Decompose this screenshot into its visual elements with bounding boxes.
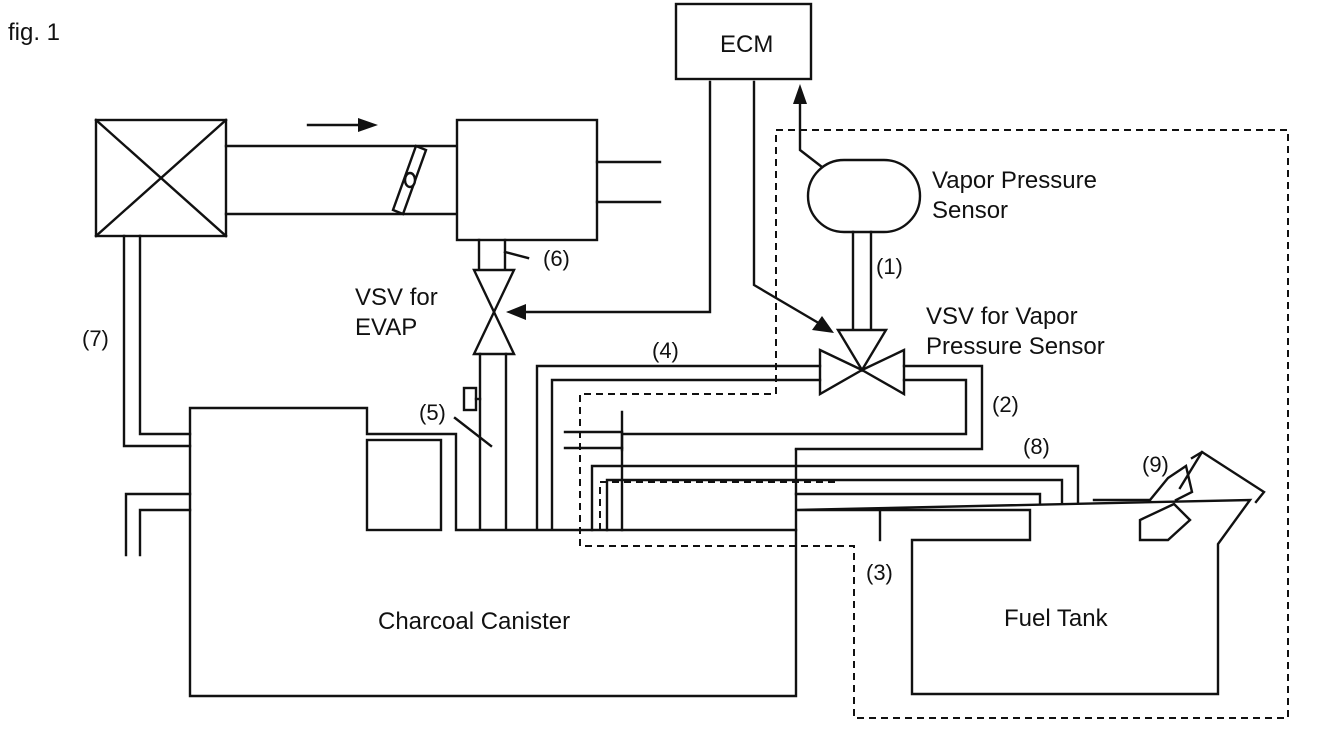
line-5-leader [453,416,493,448]
line-number-8: (8) [1023,434,1050,459]
arrow-left-icon [506,304,526,320]
vapor-pressure-sensor-label: Vapor Pressure Sensor [932,167,1097,224]
butterfly-valve-icon [391,144,428,216]
vsv-vapor-pressure-sensor-label: VSV for Vapor Pressure Sensor [926,303,1105,360]
ecm-box [674,2,813,81]
vapor-pressure-sensor-body [806,158,922,234]
canister-vent-inner [138,508,192,557]
vsv-evap-label: VSV for EVAP [355,284,438,341]
line-number-2: (2) [992,392,1019,417]
ecm-to-vsv-vapor-signal [752,80,824,327]
ecm-label: ECM [720,31,774,58]
sensor-to-ecm-signal [798,98,824,169]
filler-neck-icon [1138,450,1266,542]
line-number-4: (4) [652,338,679,363]
figure-label: fig. 1 [8,19,61,46]
vsv-evap-valve-icon [472,268,516,356]
line-8-lower [794,492,1042,542]
line-number-9: (9) [1142,452,1169,477]
canister-chamber [365,438,443,532]
fuel-tank-body [795,498,1253,696]
line-2-inner [620,378,968,452]
line-4-inner [550,378,822,532]
charcoal-canister-label: Charcoal Canister [378,608,571,635]
dashed-boundary [579,129,1289,719]
line-number-7: (7) [82,326,109,351]
line-4-outer [535,364,822,532]
line-number-1: (1) [876,254,903,279]
air-cleaner-icon [94,118,228,238]
charcoal-canister-body [188,406,798,698]
line-number-6: (6) [543,246,570,271]
line-7-outer [122,234,192,448]
fuel-tank-label: Fuel Tank [1004,605,1108,632]
line-number-5: (5) [419,400,446,425]
intake-chamber [455,118,599,242]
line-number-3: (3) [866,560,893,585]
fitting-icon [462,386,482,412]
ecm-to-vsv-evap-signal [518,80,712,314]
vsv-vapor-valve-icon [818,328,906,397]
arrow-up-icon [793,84,807,104]
dashed-inner-link [599,481,840,530]
arrow-down-right-icon [812,316,834,333]
arrow-right-icon [306,118,378,132]
line-2-outer [794,364,984,451]
line-7-inner [138,234,192,436]
canister-vent-outer [124,492,192,557]
line-6-leader [503,250,530,260]
line-8-top [590,464,1096,540]
